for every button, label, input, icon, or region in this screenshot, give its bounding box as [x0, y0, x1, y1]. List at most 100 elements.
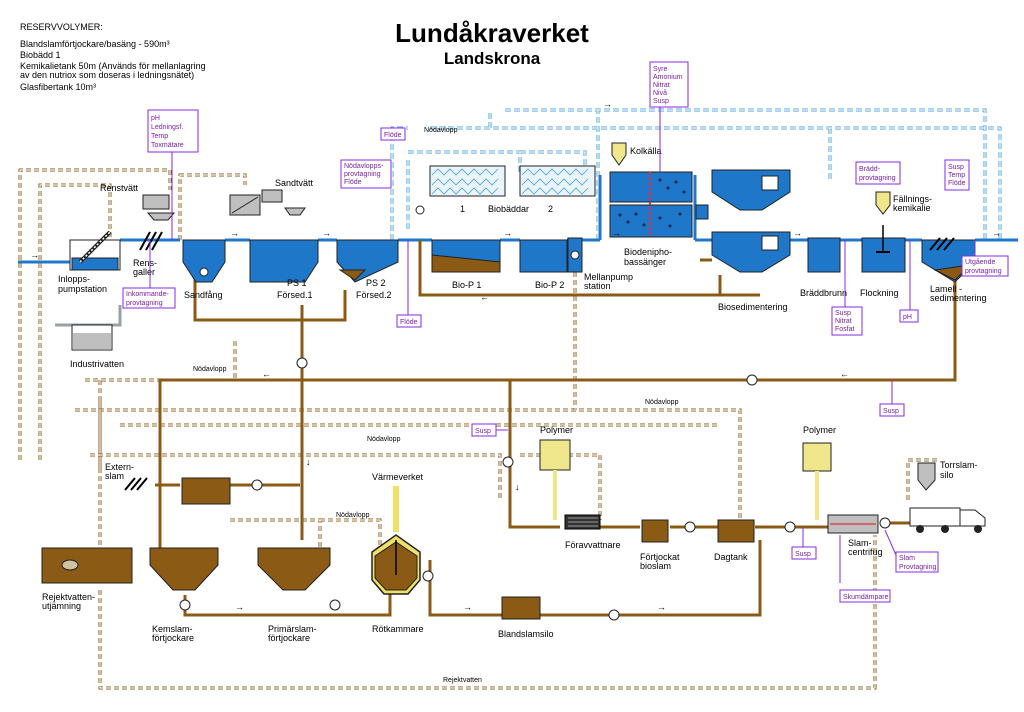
pipe-labels: Nödavlopp Nödavlopp Nödavlopp Nödavlopp …	[193, 127, 679, 684]
rejektvatten-utjamning: Rejektvatten- utjämning	[41, 547, 133, 611]
page-title: Lundåkraverket	[395, 18, 589, 48]
flockning-label: Flockning	[860, 288, 899, 298]
slamcentrifug-label: Slam-	[848, 538, 872, 548]
pump-icon	[415, 205, 425, 215]
svg-text:←: ←	[480, 292, 489, 302]
svg-text:Susp: Susp	[835, 310, 851, 317]
nodavlopp-label: Nödavlopp	[645, 399, 679, 406]
sample-susp-temp: Susp Temp Flöde	[944, 159, 970, 191]
sludge-lines	[155, 240, 957, 617]
svg-text:→: →	[793, 228, 802, 238]
polymer1-label: Polymer	[540, 425, 573, 435]
sample-bradd: Brädd- provtagning	[855, 161, 901, 185]
primarslamfortjockare: Primärslam- förtjockare	[257, 547, 331, 643]
pump-icon	[746, 374, 758, 386]
svg-text:Flöde: Flöde	[400, 319, 418, 326]
svg-text:↓: ↓	[515, 482, 520, 492]
rejektvatten-label: utjämning	[42, 601, 81, 611]
svg-text:Nitrat: Nitrat	[653, 82, 670, 89]
svg-text:Nödavlopps-: Nödavlopps-	[344, 163, 384, 170]
polymer-2: Polymer	[802, 425, 836, 520]
biop2-tank: Bio-P 2	[519, 239, 568, 290]
nodavlopp-label: Nödavlopp	[367, 436, 401, 443]
polymer-1: Polymer	[539, 425, 573, 520]
reserve-line: Glasfibertank 10m³	[20, 82, 96, 92]
polymer2-label: Polymer	[803, 425, 836, 435]
rensgaller-label: galler	[133, 267, 155, 277]
pump-icon	[684, 521, 696, 533]
biobadd1-label: 1	[460, 204, 465, 214]
sludge-pipe	[193, 270, 347, 322]
rejektvatten-label: Rejektvatten-	[42, 592, 95, 602]
svg-text:↓: ↓	[306, 457, 311, 467]
externslam-label: slam	[105, 471, 124, 481]
pump-icon	[296, 357, 308, 369]
kemslamfortjockare: Kemslam- förtjockare	[149, 547, 219, 643]
biop1-tank: Bio-P 1	[431, 239, 501, 290]
svg-text:Susp: Susp	[948, 164, 964, 171]
fortjockat-label: Förtjockat	[640, 552, 680, 562]
fallning-label: Fällnings-	[893, 194, 932, 204]
blandslamsilo-label: Blandslamsilo	[498, 629, 554, 639]
nodavlopp-label: Nödavlopp	[424, 127, 458, 134]
inlet-pumpstation: Inlopps- pumpstation	[58, 230, 121, 294]
sandfang: Sandfång	[182, 239, 226, 300]
pump-icon	[879, 517, 891, 529]
renstvatt: Renstvätt	[100, 183, 176, 221]
dagtank-label: Dagtank	[714, 552, 748, 562]
fortjockat-bioslam: Förtjockat bioslam	[640, 519, 680, 571]
biop2-label: Bio-P 2	[535, 280, 564, 290]
biodenipho-label: bassänger	[624, 257, 666, 267]
biodenipho-basins: Biodenipho- bassänger	[609, 171, 709, 267]
svg-text:→: →	[992, 228, 1001, 238]
biobaddar-label: Biobäddar	[488, 204, 529, 214]
pump-icon	[784, 521, 796, 533]
sludge-pipe	[158, 270, 957, 560]
svg-text:Flöde: Flöde	[384, 132, 402, 139]
svg-text:Susp: Susp	[475, 428, 491, 435]
kemslam-label: förtjockare	[152, 633, 194, 643]
svg-text:→: →	[657, 602, 666, 612]
svg-text:Nivå: Nivå	[653, 89, 667, 97]
sample-slam: Slam Provtagning	[884, 529, 939, 573]
return-lines	[18, 168, 940, 690]
biobaddar: 1 Biobäddar 2	[429, 165, 596, 214]
reserve-line: av den nutriox som doseras i ledningsnät…	[20, 70, 194, 80]
kolkalla: Kolkälla	[611, 142, 662, 166]
sandfang-label: Sandfång	[184, 290, 223, 300]
svg-text:→: →	[463, 602, 472, 612]
sludge-pipe	[508, 380, 560, 529]
biobadd2-label: 2	[548, 204, 553, 214]
inlopp-label: pumpstation	[58, 284, 107, 294]
pump-icon	[179, 599, 191, 611]
sample-syre: Syre Amonium Nitrat Nivå Susp	[649, 61, 689, 172]
sample-susp-left: Susp	[471, 423, 508, 437]
svg-text:Inkommande-: Inkommande-	[126, 291, 169, 298]
rotkammare-label: Rötkammare	[372, 624, 424, 634]
reserve-heading: RESERVVOLYMER:	[20, 22, 103, 32]
pump-icon	[329, 599, 341, 611]
foravvattnare-label: Föravvattnare	[565, 540, 621, 550]
sludge-pipe	[418, 240, 722, 297]
kolkalla-label: Kolkälla	[630, 146, 662, 156]
truck-icon	[909, 507, 986, 533]
sample-flode-mid: Flöde	[396, 240, 422, 328]
svg-text:Fosfat: Fosfat	[835, 326, 855, 333]
rensgaller-label: Rens-	[133, 258, 157, 268]
pump-icon	[251, 479, 263, 491]
nodavlopp-label: Nödavlopp	[193, 366, 227, 373]
svg-text:Temp: Temp	[948, 172, 965, 179]
sludge-pipe	[183, 560, 510, 617]
rensgaller: Rens- galler	[133, 231, 163, 277]
braddbrunn: Bräddbrunn	[800, 237, 847, 298]
mellanpump-label: Mellanpump	[584, 272, 633, 282]
ps1-label: Försed.1	[277, 290, 313, 300]
ps1-label: PS 1	[287, 278, 307, 288]
sample-nodavlopps: Nödavlopps- provtagning Flöde	[340, 159, 392, 189]
torrslam-label: Torrslam-	[940, 460, 978, 470]
sandtvatt-label: Sandtvätt	[275, 178, 314, 188]
svg-text:Flöde: Flöde	[948, 180, 966, 187]
blandslamsilo: Blandslamsilo	[498, 596, 554, 639]
svg-text:→: →	[603, 99, 612, 109]
